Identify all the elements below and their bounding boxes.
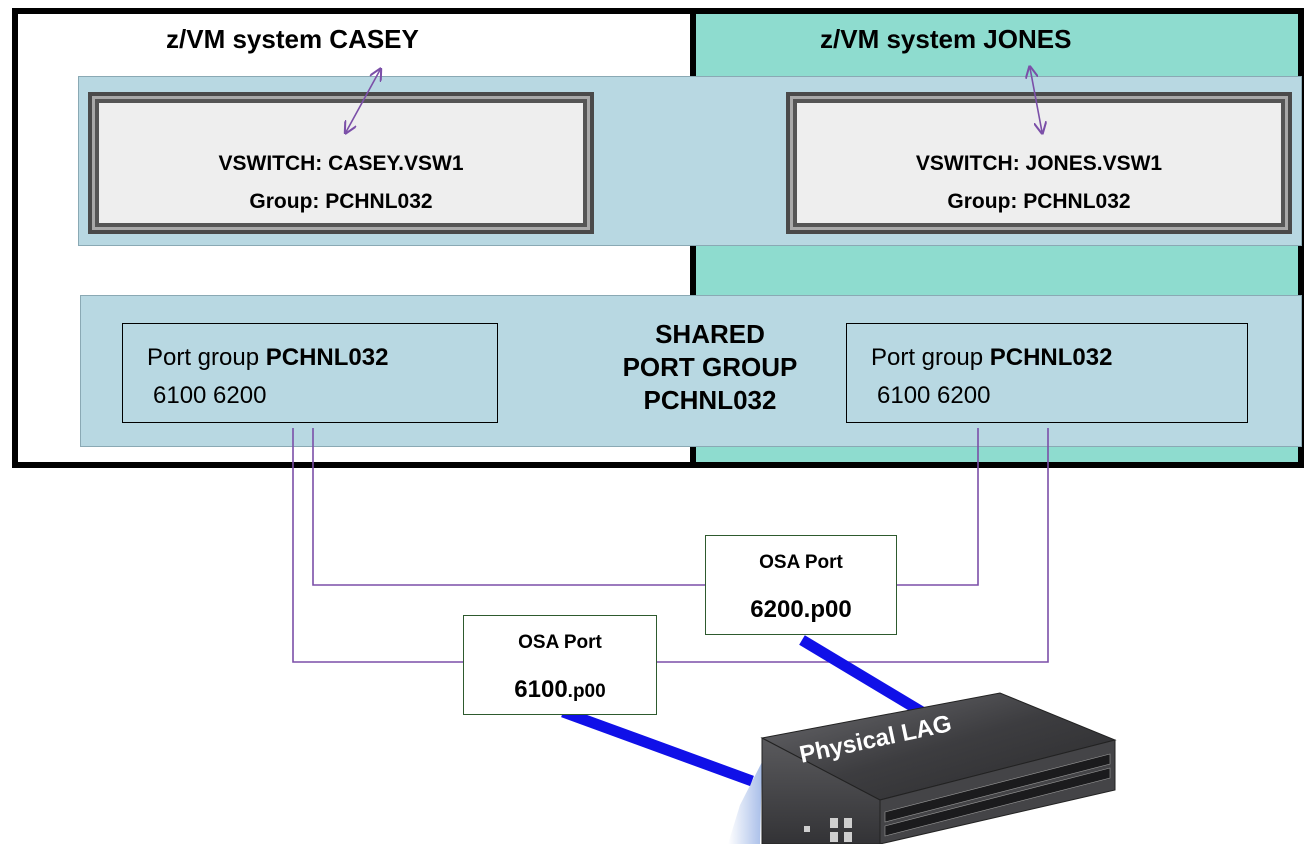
osa-6100-id-suffix: .p00 bbox=[567, 681, 606, 702]
vswitch-casey[interactable]: VSWITCH: CASEY.VSW1 Group: PCHNL032 bbox=[88, 92, 594, 234]
port-group-casey-title: Port group PCHNL032 bbox=[147, 344, 388, 372]
port-group-casey-name: PCHNL032 bbox=[265, 344, 389, 371]
shared-port-group-title: SHARED PORT GROUP PCHNL032 bbox=[586, 318, 834, 417]
port-group-jones-devices: 6100 6200 bbox=[877, 382, 991, 409]
shared-title-line1: SHARED bbox=[655, 319, 765, 349]
physical-switch-icon bbox=[728, 692, 1117, 844]
port-group-jones-title: Port group PCHNL032 bbox=[871, 344, 1112, 372]
osa-6200-label: OSA Port bbox=[759, 552, 843, 573]
wire-jones-6100 bbox=[657, 428, 1049, 663]
osa-6100-label: OSA Port bbox=[518, 632, 602, 653]
port-group-casey[interactable]: Port group PCHNL032 6100 6200 bbox=[122, 323, 498, 423]
osa-6100-id: 6100 bbox=[514, 676, 568, 703]
system-jones-title: z/VM system JONES bbox=[820, 24, 1072, 54]
shared-title-line2: PORT GROUP bbox=[622, 352, 798, 382]
uplink-6100 bbox=[561, 706, 754, 787]
wire-jones-6200 bbox=[897, 428, 979, 586]
osa-6100-id-wrap: 6100.p00 bbox=[464, 676, 656, 704]
vswitch-jones-group: Group: PCHNL032 bbox=[947, 190, 1131, 213]
wire-casey-6200 bbox=[312, 428, 705, 586]
osa-6200-id: 6200.p00 bbox=[750, 596, 852, 623]
vswitch-casey-group: Group: PCHNL032 bbox=[249, 190, 433, 213]
osa-port-6100[interactable]: OSA Port 6100.p00 bbox=[463, 615, 657, 715]
shared-title-line3: PCHNL032 bbox=[643, 385, 777, 415]
wire-casey-6100 bbox=[292, 428, 463, 663]
vswitch-casey-name: VSWITCH: CASEY.VSW1 bbox=[218, 152, 464, 175]
jones-vswitch-link-arrow bbox=[1030, 68, 1042, 132]
casey-vswitch-link-arrow bbox=[346, 70, 380, 132]
system-casey-title: z/VM system CASEY bbox=[166, 24, 419, 54]
port-group-casey-devices: 6100 6200 bbox=[153, 382, 267, 409]
port-group-jones-label: Port group bbox=[871, 344, 990, 371]
osa-port-6200[interactable]: OSA Port 6200.p00 bbox=[705, 535, 897, 635]
port-group-casey-label: Port group bbox=[147, 344, 266, 371]
port-group-jones[interactable]: Port group PCHNL032 6100 6200 bbox=[846, 323, 1248, 423]
vswitch-jones-name: VSWITCH: JONES.VSW1 bbox=[915, 152, 1163, 175]
port-group-jones-name: PCHNL032 bbox=[989, 344, 1113, 371]
uplink-6200 bbox=[799, 635, 925, 717]
